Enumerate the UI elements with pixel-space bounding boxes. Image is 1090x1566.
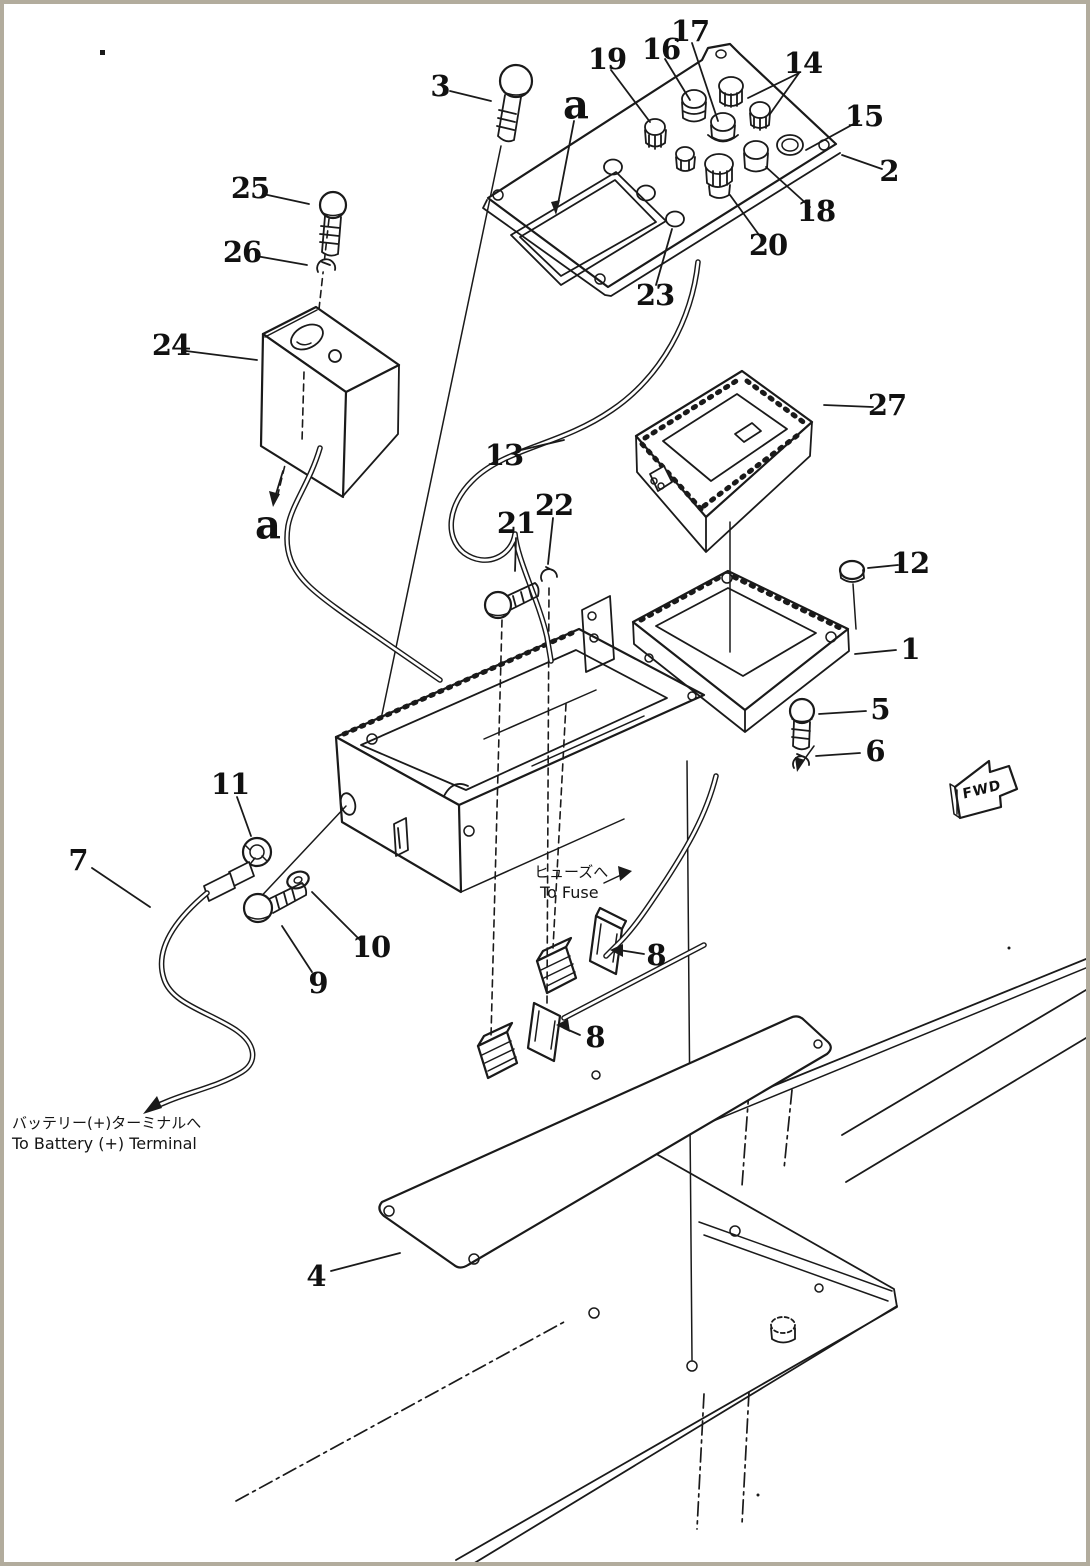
callout-20: 20 xyxy=(748,228,788,262)
callout-21: 21 xyxy=(496,506,536,540)
screw-21 xyxy=(483,582,540,620)
leader-lines xyxy=(91,42,899,1272)
diagram-canvas xyxy=(91,42,1086,1562)
callout-9: 9 xyxy=(308,966,328,1000)
washer-10 xyxy=(286,870,310,890)
callout-5: 5 xyxy=(870,692,890,726)
battery-cable-7 xyxy=(143,861,256,1114)
harness-cable-13 xyxy=(448,259,701,664)
callout-8-upper: 8 xyxy=(646,938,666,972)
callout-17: 17 xyxy=(670,14,710,48)
to-fuse-label-en: To Fuse xyxy=(540,883,599,902)
connector-8-upper xyxy=(535,906,628,995)
callout-6: 6 xyxy=(865,734,885,768)
callout-25: 25 xyxy=(230,171,270,205)
callout-3: 3 xyxy=(430,69,450,103)
switch-knob-14 xyxy=(718,76,744,108)
callout-24: 24 xyxy=(151,328,191,362)
callout-26: 26 xyxy=(222,235,262,269)
callout-18: 18 xyxy=(796,194,836,228)
callout-10: 10 xyxy=(351,930,391,964)
plug-12 xyxy=(838,559,866,630)
washer-26 xyxy=(316,258,337,273)
washer-22 xyxy=(540,566,558,582)
callout-14: 14 xyxy=(783,46,823,80)
washer-6 xyxy=(792,745,815,772)
callout-15: 15 xyxy=(844,99,884,133)
screw-5 xyxy=(788,697,816,751)
callout-12: 12 xyxy=(890,546,930,580)
fuse-wire xyxy=(603,773,719,959)
to-fuse-label-jp: ヒューズへ xyxy=(534,863,609,881)
cover-box-27 xyxy=(634,369,814,653)
switchbox-cable xyxy=(284,445,443,683)
stud-axis xyxy=(253,805,347,905)
callout-1: 1 xyxy=(900,632,920,666)
nut-11 xyxy=(241,836,273,868)
callout-27: 27 xyxy=(867,388,907,422)
console-box-1 xyxy=(334,145,850,1037)
screw-25 xyxy=(318,190,348,257)
screw-9 xyxy=(242,882,308,924)
switch-knob-small xyxy=(675,146,696,172)
callout-19: 19 xyxy=(587,42,627,76)
to-battery-label-jp: バッテリー(+)ターミナルへ xyxy=(12,1114,202,1132)
switch-knob-19 xyxy=(644,118,667,150)
callout-23: 23 xyxy=(635,278,675,312)
callout-a-top: a xyxy=(563,81,589,129)
screw-3 xyxy=(496,63,534,143)
fwd-arrow-icon xyxy=(949,759,1019,820)
callout-8-lower: 8 xyxy=(585,1020,605,1054)
callout-11: 11 xyxy=(210,767,250,801)
switch-box-24 xyxy=(259,218,401,499)
callout-16: 16 xyxy=(641,32,681,66)
mounting-plate-4 xyxy=(378,1015,832,1269)
switch-knob-20 xyxy=(704,153,734,199)
panel-hole-15 xyxy=(776,134,804,156)
floor-grommet xyxy=(770,1316,796,1344)
connector-8-lower xyxy=(476,1001,562,1080)
callout-13: 13 xyxy=(484,438,524,472)
callout-7: 7 xyxy=(68,843,88,877)
callout-22: 22 xyxy=(534,488,574,522)
switch-panel-2 xyxy=(482,42,841,297)
switch-knob-16 xyxy=(681,89,707,123)
callout-2: 2 xyxy=(879,154,899,188)
callout-4: 4 xyxy=(306,1259,326,1293)
connector-wire-lower xyxy=(561,942,707,1021)
callout-a-bottom: a xyxy=(255,501,281,549)
stray-dot xyxy=(100,50,105,55)
to-battery-label-en: To Battery (+) Terminal xyxy=(12,1134,197,1153)
switch-knob-14b xyxy=(749,101,771,131)
